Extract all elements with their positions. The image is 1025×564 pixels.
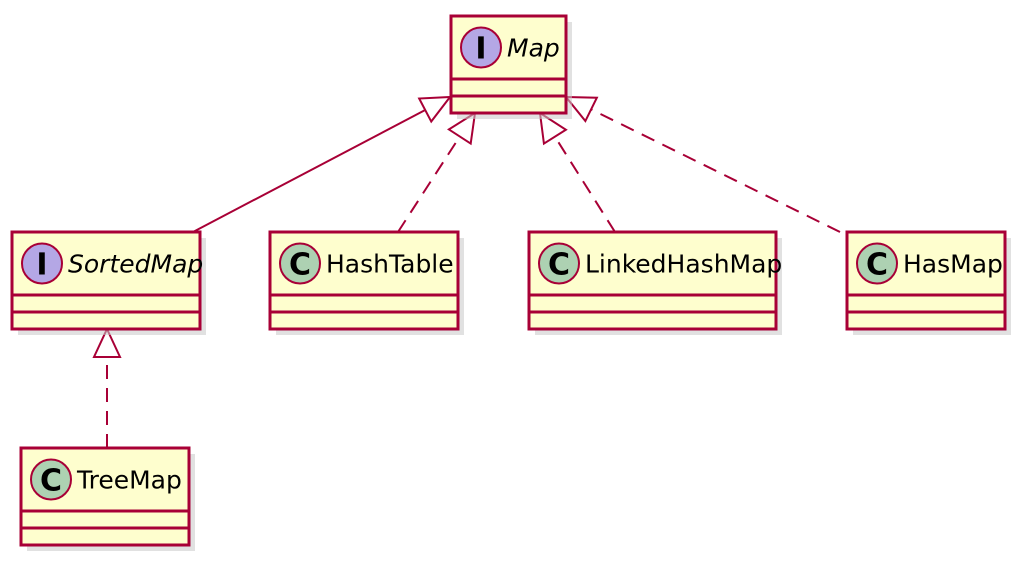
inheritance-arrowhead [417, 95, 453, 124]
interface-stereotype-icon [21, 242, 63, 285]
node-name: HashTable [326, 250, 454, 279]
node-name: TreeMap [76, 466, 182, 495]
edge-treemap-sortedmap [92, 326, 122, 448]
edge-line [590, 108, 841, 233]
node-name: LinkedHashMap [585, 250, 782, 279]
interface-stereotype-icon [460, 26, 502, 69]
node-name: HasMap [903, 250, 1003, 279]
stereotype-letter: I [475, 32, 486, 67]
node-sortedmap[interactable]: I SortedMap [10, 230, 206, 335]
node-name: SortedMap [68, 250, 203, 279]
stereotype-letter: C [289, 248, 311, 283]
stereotype-letter: C [40, 464, 62, 499]
edge-line [192, 109, 426, 233]
edge-hashtable-map [397, 111, 477, 233]
class-stereotype-icon [30, 458, 72, 501]
edge-line [397, 135, 461, 233]
node-treemap[interactable]: C TreeMap [19, 446, 195, 551]
node-linkedhashmap[interactable]: C LinkedHashMap [527, 230, 782, 335]
stereotype-letter: C [548, 248, 570, 283]
inheritance-arrowhead [563, 95, 599, 123]
inheritance-arrowhead [538, 110, 568, 146]
node-hasmap[interactable]: C HasMap [845, 230, 1011, 335]
edges-layer [92, 95, 841, 448]
node-box [449, 14, 568, 115]
edge-line [554, 136, 616, 233]
inheritance-arrowhead [92, 326, 122, 358]
node-hashtable[interactable]: C HashTable [268, 230, 464, 335]
edge-hasmap-map [563, 95, 841, 233]
edge-sortedmap-map [192, 95, 453, 233]
node-name: Map [507, 34, 560, 63]
class-stereotype-icon [538, 242, 580, 285]
inheritance-arrowhead [447, 111, 477, 146]
class-stereotype-icon [856, 242, 898, 285]
class-stereotype-icon [279, 242, 321, 285]
stereotype-letter: I [36, 248, 47, 283]
stereotype-letter: C [866, 248, 888, 283]
node-map[interactable]: I Map [449, 14, 572, 119]
edge-linkedhashmap-map [538, 110, 616, 233]
